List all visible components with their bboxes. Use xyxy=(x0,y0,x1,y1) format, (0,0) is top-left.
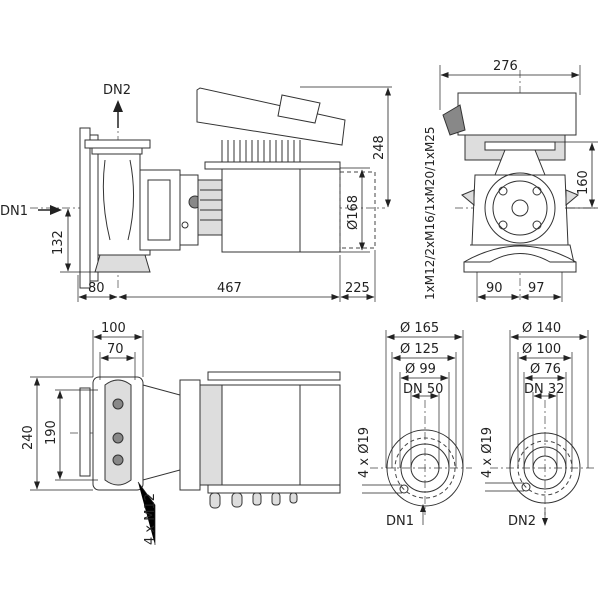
dim-length: 467 xyxy=(217,281,242,296)
dim-total-height: 248 xyxy=(372,135,387,160)
outlet-arrow-icon xyxy=(113,100,123,112)
pump-base xyxy=(463,253,577,273)
cable-glands-label: 1xM12/2xM16/1xM20/1xM25 xyxy=(423,126,437,300)
dim-foot-outer-width: 100 xyxy=(101,321,126,336)
dn1-outer-diameter: Ø 165 xyxy=(400,321,439,336)
dim-foot-left: 90 xyxy=(486,281,503,296)
dim-foot-inner-width: 70 xyxy=(107,342,124,357)
cable-glands xyxy=(442,104,466,136)
front-view: 1xM12/2xM16/1xM20/1xM25 276 160 90 97 xyxy=(423,59,598,302)
dim-foot-outer-length: 240 xyxy=(21,425,36,450)
electronic-module xyxy=(196,87,346,146)
inlet-arrow-icon xyxy=(50,205,62,215)
dim-flange-offset: 80 xyxy=(88,281,105,296)
foot-bolts-label: 4 x M12 xyxy=(143,493,158,545)
motor-top xyxy=(221,384,341,486)
dn2-bolt-circle: Ø 100 xyxy=(522,342,561,357)
motor xyxy=(221,167,341,253)
display xyxy=(277,94,321,124)
dn1-label: DN1 xyxy=(386,514,414,529)
outlet-flange xyxy=(84,139,151,149)
dim-axis-height: 132 xyxy=(51,230,66,255)
dn1-seal-diameter: Ø 99 xyxy=(405,362,436,377)
dn2-bolt-holes: 4 x Ø19 xyxy=(480,427,495,478)
dim-axis-to-outlet: 160 xyxy=(576,170,591,195)
dim-foot-inner-length: 190 xyxy=(44,420,59,445)
electronic-module-front xyxy=(457,92,577,136)
dn1-bolt-holes: 4 x Ø19 xyxy=(357,427,372,478)
dn2-outlet-arrow-icon xyxy=(542,518,548,526)
dim-removal-clearance: 225 xyxy=(345,281,370,296)
dim-motor-diameter: Ø168 xyxy=(346,195,361,230)
inlet-flange xyxy=(79,127,91,289)
outlet-label: DN2 xyxy=(103,83,131,98)
flange-dn1: Ø 165 Ø 125 Ø 99 DN 50 4 x Ø19 DN1 xyxy=(357,321,472,529)
pump-foot xyxy=(94,254,151,273)
dn1-inlet-arrow-icon xyxy=(420,504,426,512)
top-view: 100 70 240 190 4 x M12 xyxy=(21,321,341,545)
heatsink xyxy=(221,140,301,165)
inlet-label: DN1 xyxy=(0,204,28,219)
dn2-seal-diameter: Ø 76 xyxy=(530,362,561,377)
flange-dn2: Ø 140 Ø 100 Ø 76 DN 32 4 x Ø19 DN2 xyxy=(480,321,595,529)
cable-glands-top xyxy=(209,492,298,509)
dim-foot-right: 97 xyxy=(528,281,545,296)
dn2-nominal: DN 32 xyxy=(524,382,564,397)
dn1-bolt-circle: Ø 125 xyxy=(400,342,439,357)
dn1-nominal: DN 50 xyxy=(403,382,443,397)
dn2-outer-diameter: Ø 140 xyxy=(522,321,561,336)
side-view: DN2 DN1 248 Ø168 132 80 467 225 xyxy=(0,83,392,302)
dn2-label: DN2 xyxy=(508,514,536,529)
dim-width: 276 xyxy=(493,59,518,74)
